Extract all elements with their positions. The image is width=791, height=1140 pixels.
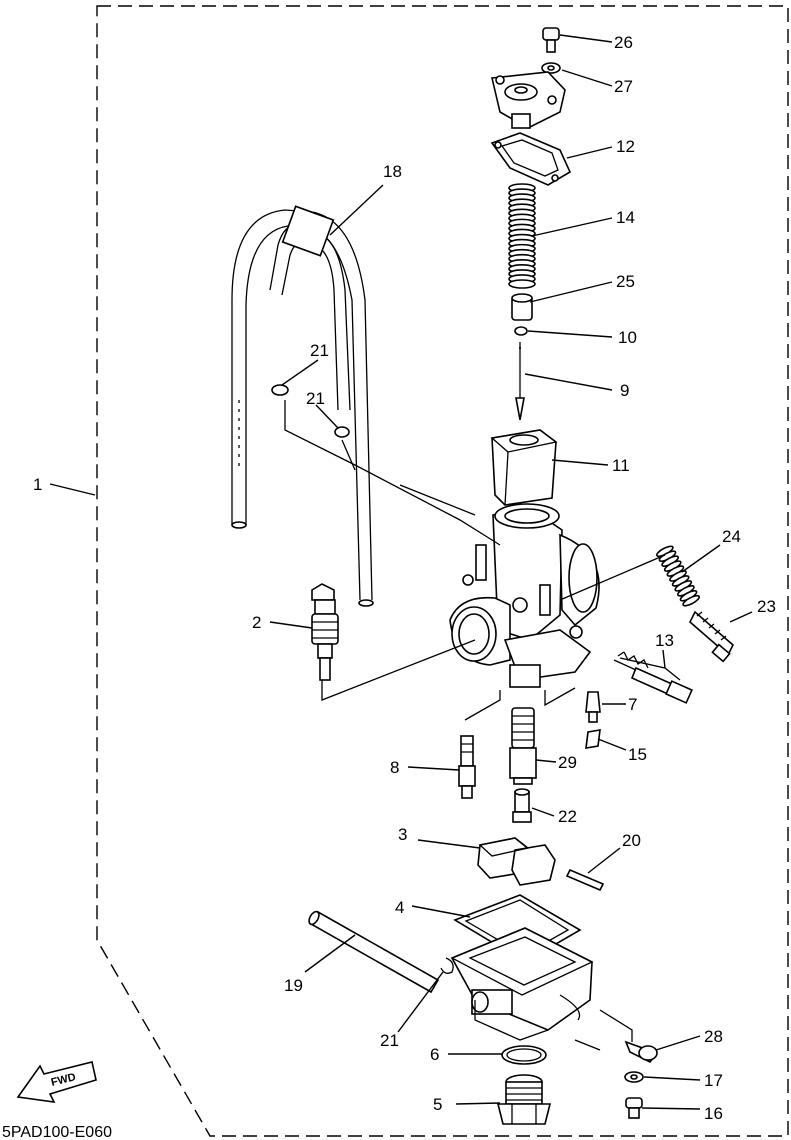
callout-27: 27 [614, 77, 633, 96]
callout-17: 17 [704, 1071, 723, 1090]
callout-leaders [49, 34, 753, 1110]
starter-plunger-2 [311, 583, 339, 681]
callout-21-a: 21 [310, 341, 329, 360]
callout-25: 25 [616, 272, 635, 291]
callout-2: 2 [252, 613, 261, 632]
main-jet-22 [512, 788, 532, 823]
callout-10: 10 [618, 328, 637, 347]
throttle-stop-screw-13 [613, 651, 693, 704]
assembly-boundary [96, 5, 789, 1137]
callout-21-b: 21 [306, 389, 325, 408]
callout-22: 22 [558, 807, 577, 826]
screw-16 [625, 1097, 643, 1119]
callout-20: 20 [622, 831, 641, 850]
float-pin-20 [565, 868, 605, 892]
float-bowl [450, 927, 594, 1041]
overflow-hose-19 [308, 910, 440, 994]
callout-labels: 1 2 3 4 5 6 7 8 9 10 11 12 13 14 15 16 1… [33, 33, 776, 1123]
fwd-label: FWD [50, 1071, 77, 1089]
callout-11: 11 [612, 456, 630, 475]
callout-26: 26 [614, 33, 633, 52]
adjust-screw-23 [689, 610, 734, 663]
callout-9: 9 [620, 381, 629, 400]
callout-23: 23 [757, 597, 776, 616]
hose-clamp-21-upper [271, 384, 350, 438]
callout-13: 13 [655, 631, 674, 650]
callout-24: 24 [722, 527, 741, 546]
callout-29: 29 [558, 753, 577, 772]
drain-plug-5 [496, 1074, 552, 1125]
callout-8: 8 [390, 758, 399, 777]
callout-18: 18 [383, 162, 402, 181]
top-cover [491, 71, 566, 129]
jet-needle-9 [515, 342, 525, 421]
vent-hose-18 [231, 205, 374, 607]
callout-5: 5 [433, 1095, 442, 1114]
o-ring-6 [501, 1045, 547, 1065]
plate-15 [585, 729, 601, 749]
pilot-jet-7 [585, 691, 601, 723]
screw-26 [542, 27, 560, 53]
spring-coil [508, 279, 536, 289]
callout-7: 7 [628, 695, 637, 714]
callout-1: 1 [33, 475, 42, 494]
callout-14: 14 [616, 208, 635, 227]
assembly-guide-lines [284, 400, 666, 1051]
spring-24 [655, 545, 701, 607]
throttle-valve-11 [490, 429, 558, 506]
washer-27 [541, 62, 561, 74]
clip-10 [514, 326, 528, 336]
callout-16: 16 [704, 1104, 723, 1123]
callout-4: 4 [395, 898, 404, 917]
carburetor-body [449, 503, 600, 688]
needle-jet-holder-29 [509, 707, 537, 785]
washer-17 [624, 1071, 644, 1083]
fwd-arrow-icon: FWD [16, 1061, 97, 1104]
callout-6: 6 [430, 1045, 439, 1064]
gasket-12 [490, 132, 572, 186]
callout-3: 3 [398, 825, 407, 844]
hose-clamp-21-lower [440, 957, 454, 974]
callout-12: 12 [616, 137, 635, 156]
callout-28: 28 [704, 1027, 723, 1046]
spring-seat-25 [511, 293, 533, 321]
needle-jet-8 [458, 735, 476, 799]
spring-coil [682, 594, 701, 607]
float-3 [477, 837, 556, 886]
callout-21-c: 21 [380, 1031, 399, 1050]
callout-19: 19 [284, 976, 303, 995]
drawing-code: 5PAD100-E060 [2, 1124, 112, 1140]
callout-15: 15 [628, 745, 647, 764]
bracket-28 [624, 1040, 658, 1063]
throttle-spring-14 [508, 183, 536, 289]
